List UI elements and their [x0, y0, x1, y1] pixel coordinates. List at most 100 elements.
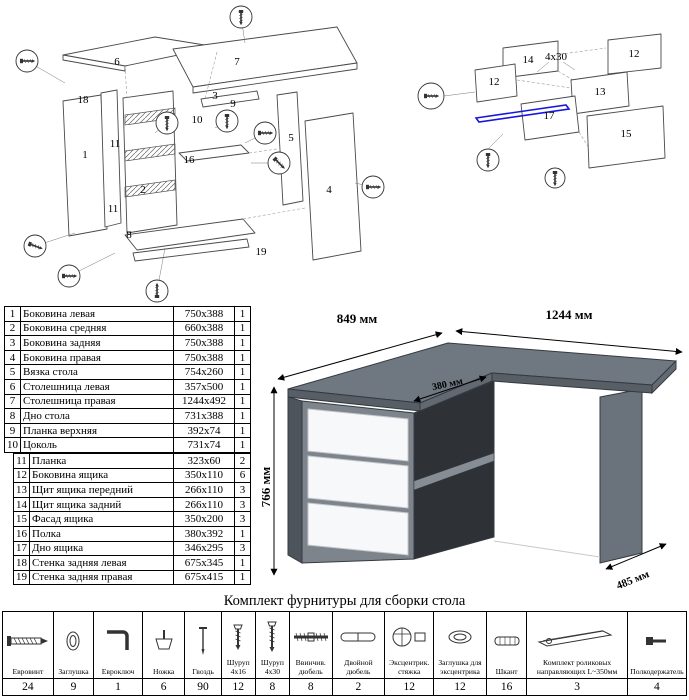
threaded-dowel-icon: [290, 612, 331, 659]
parts-cell-size: 731x74: [173, 437, 235, 453]
parts-cell-num: 6: [4, 378, 21, 395]
nail-icon: [185, 612, 220, 668]
parts-cell-size: 357x500: [173, 378, 235, 395]
parts-cell-size: 750x388: [173, 335, 235, 351]
hardware-item-7: Шуруп 4x30 8: [255, 612, 291, 695]
parts-cell-name: Стенка задняя правая: [29, 569, 174, 586]
part-label: 8: [126, 229, 132, 241]
part-label: 19: [256, 246, 268, 258]
parts-cell-qty: 1: [234, 364, 251, 380]
parts-cell-num: 18: [13, 555, 30, 571]
drawer-panel-15: [586, 105, 666, 169]
part-label: 6: [114, 56, 120, 68]
pedestal-side-panel: [287, 396, 303, 564]
part-label: 11: [110, 138, 121, 150]
cam-lock-icon: [385, 612, 433, 659]
parts-cell-qty: 1: [234, 393, 251, 410]
hardware-kit-title: Комплект фурнитуры для сборки стола: [223, 593, 466, 609]
hardware-item-name: Ножка: [152, 666, 175, 676]
exploded-main-svg: 18 6 7 1 11 2 11 8 16 10 3 9 5 4 19: [15, 5, 385, 303]
screw-long-icon: [256, 612, 289, 659]
drawer-panel-12-right: [607, 33, 662, 75]
parts-cell-size: 350x200: [173, 511, 235, 527]
hardware-item-name: Шуруп 4x30: [260, 658, 284, 676]
parts-cell-num: 8: [4, 408, 21, 424]
parts-cell-qty: 1: [234, 569, 251, 586]
hardware-item-name: Полкодержатель: [630, 666, 684, 676]
parts-cell-qty: 3: [234, 511, 251, 527]
drawer-rail-3: [124, 179, 176, 198]
parts-cell-size: 754x260: [173, 364, 235, 380]
desk-svg: 849 мм 1244 мм 766 мм 380 мм 485 мм: [258, 307, 683, 592]
part-label: 3: [212, 90, 218, 102]
parts-cell-name: Фасад ящика: [29, 511, 174, 527]
panel-right-4: [304, 112, 362, 261]
parts-cell-size: 392x74: [173, 422, 235, 439]
parts-cell-size: 660x388: [173, 320, 235, 337]
exploded-drawer-svg: 4x30 14 12 12 13 17 15: [417, 33, 666, 189]
part-label: 13: [595, 86, 607, 98]
hardware-item-name: Заглушка для эксцентрика: [438, 658, 482, 676]
drawer-front-2: [307, 455, 409, 509]
part-label: 10: [192, 114, 204, 126]
dim-arrow-1244: [455, 328, 683, 355]
parts-cell-name: Полка: [29, 525, 174, 542]
part-label: 4: [326, 184, 332, 196]
panel-door-1: [62, 94, 108, 237]
part-label: 17: [544, 110, 556, 122]
parts-cell-qty: 1: [234, 349, 251, 366]
panel-strip-9: [200, 90, 260, 108]
dim-arrow-485: [605, 543, 667, 570]
hardware-item-name: Гвоздь: [192, 666, 214, 676]
parts-cell-name: Дно ящика: [29, 540, 174, 557]
parts-cell-qty: 1: [234, 437, 251, 453]
part-label: 14: [523, 54, 535, 66]
panel-top-right-7-edge: [192, 62, 358, 94]
parts-cell-qty: 1: [234, 408, 251, 424]
foot-icon: [143, 612, 184, 668]
panel-bottom-8: [124, 218, 256, 251]
parts-cell-num: 1: [4, 306, 21, 322]
parts-cell-name: Щит ящика передний: [29, 482, 174, 498]
parts-cell-num: 10: [4, 437, 21, 453]
hardware-item-name: Двойной дюбель: [344, 658, 373, 676]
parts-cell-size: 675x345: [173, 555, 235, 571]
desk-3d-view: 849 мм 1244 мм 766 мм 380 мм 485 мм: [258, 305, 689, 600]
hardware-item-name: Евровинт: [12, 666, 44, 676]
parts-cell-name: Боковина правая: [20, 349, 174, 366]
parts-cell-qty: 1: [234, 306, 251, 322]
dim-label-766: 766 мм: [262, 467, 273, 508]
parts-cell-num: 17: [13, 540, 30, 557]
parts-cell-qty: 1: [234, 335, 251, 351]
part-label: 16: [184, 154, 196, 166]
parts-cell-num: 16: [13, 525, 30, 542]
parts-cell-num: 14: [13, 496, 30, 513]
part-label: 18: [78, 94, 90, 106]
desktop-end-edge: [651, 359, 677, 395]
parts-cell-qty: 1: [234, 555, 251, 571]
confirmat-screw-icon: [3, 612, 53, 668]
parts-cell-qty: 2: [234, 452, 251, 469]
parts-cell-size: 380x392: [173, 525, 235, 542]
compartment-shelf: [413, 452, 495, 491]
hardware-item-qty: 8: [255, 678, 290, 695]
parts-cell-num: 19: [13, 569, 30, 586]
parts-cell-num: 7: [4, 393, 21, 410]
hardware-item-qty: 12: [221, 678, 255, 695]
part-label: 12: [629, 48, 640, 60]
